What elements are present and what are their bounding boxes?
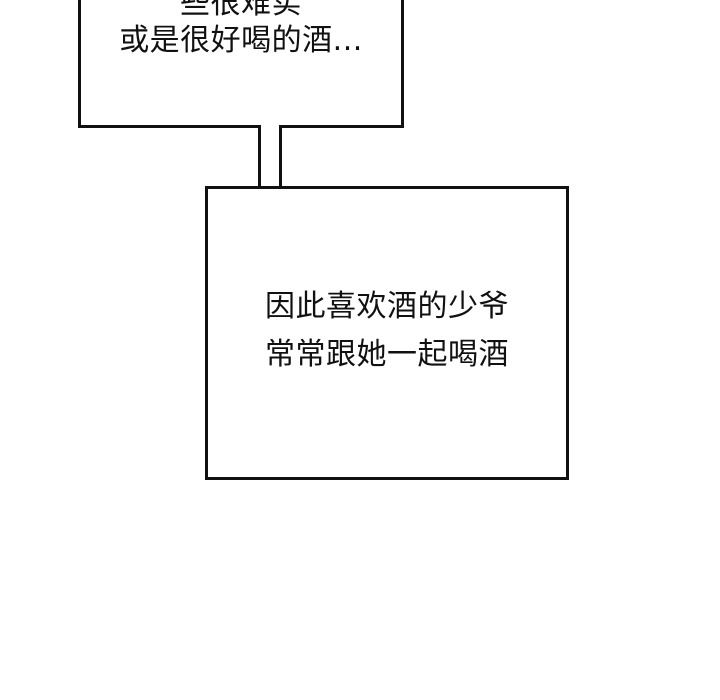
top-caption-line-2: 或是很好喝的酒... [119,23,363,58]
top-caption-line-1: 些很难实 [180,0,302,21]
caption-box-bottom: 因此喜欢酒的少爷 常常跟她一起喝酒 [205,186,569,480]
caption-connector [258,126,282,187]
bottom-caption-line-1: 因此喜欢酒的少爷 [265,289,509,324]
bottom-caption-line-2: 常常跟她一起喝酒 [265,337,509,372]
caption-box-top: 些很难实 或是很好喝的酒... [78,0,404,128]
connector-join [261,124,279,132]
